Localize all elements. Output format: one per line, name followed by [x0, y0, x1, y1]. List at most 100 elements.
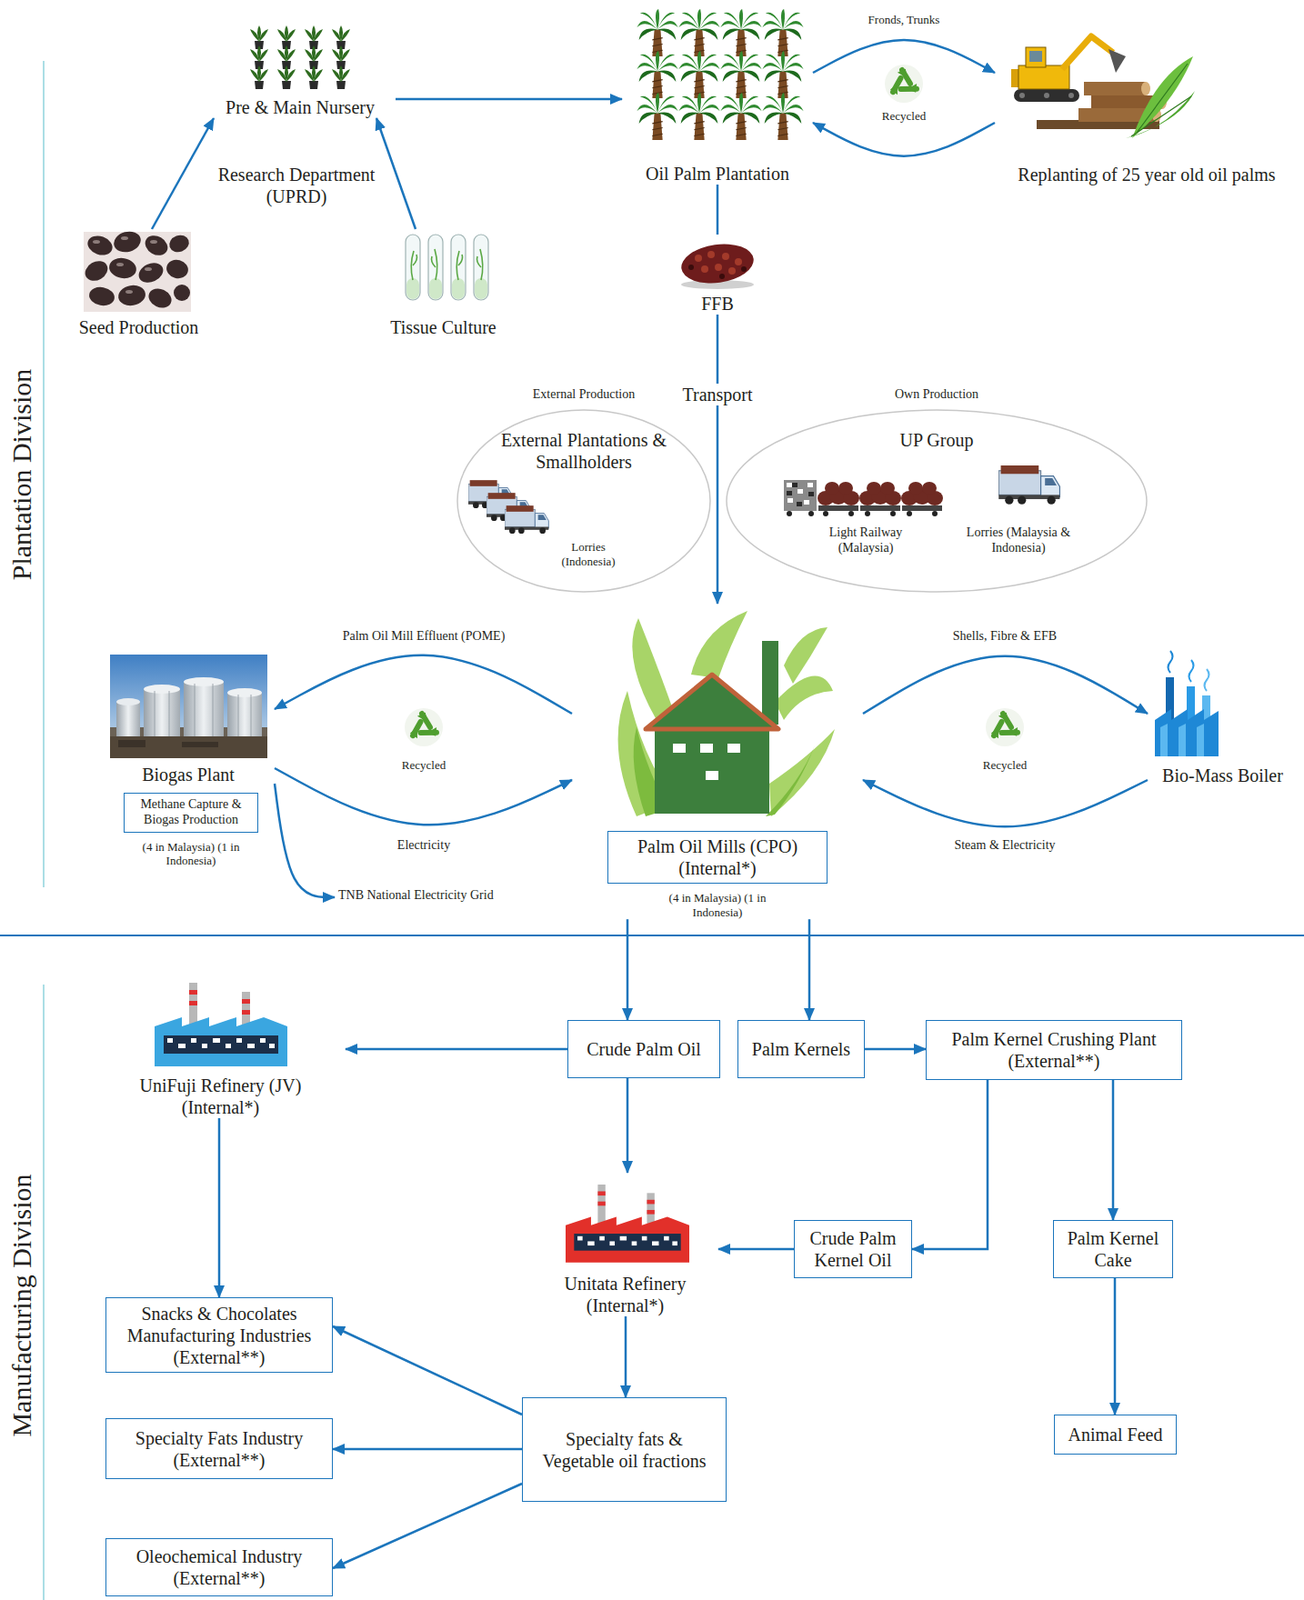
flow-arrow [716, 184, 720, 235]
node-label: Seed Production [63, 316, 214, 339]
light-railway [908, 481, 923, 495]
ffb-bunch [728, 267, 736, 275]
replanting-excavator [1125, 90, 1195, 139]
ffb-bunch [678, 240, 756, 290]
label-slot: Plantation Division [5, 369, 39, 582]
palm-plantation [720, 92, 762, 141]
flow-arrow [808, 919, 812, 1021]
replanting-excavator [1062, 36, 1114, 70]
palm-oil-mill-illustration [672, 743, 741, 781]
palm-oil-mill-illustration [727, 743, 741, 753]
ffb-bunch [741, 266, 747, 272]
division-rule [0, 60, 1304, 1600]
replanting-excavator [1068, 92, 1074, 99]
replanting-excavator [1029, 50, 1043, 62]
text-slot: Lorries (Malaysia & Indonesia) [941, 525, 1096, 557]
flow-arrow [812, 40, 995, 73]
recycle-symbol [985, 708, 1024, 747]
tissue-culture-tubes [477, 249, 483, 281]
process-box: Palm Kernel Cake [1053, 1220, 1174, 1279]
tissue-culture-tubes [411, 250, 417, 281]
tissue-culture-tubes [405, 234, 489, 301]
flow-arrow [332, 1484, 522, 1569]
grid-node: TNB National Electricity Grid [334, 888, 531, 904]
seed-photo [173, 284, 191, 301]
biomass-boiler-icon [1154, 651, 1219, 757]
note-text: (4 in Malaysia) (1 in Indonesia) [136, 840, 246, 869]
biogas-plant-photo [110, 654, 268, 759]
palm-plantation [762, 9, 803, 57]
palm-plantation [720, 9, 762, 57]
light-railway [906, 511, 913, 517]
flow-arrow [1113, 1278, 1117, 1415]
seed-photo [145, 284, 175, 311]
palm-plantation [720, 50, 762, 99]
refinery-node: Unitata Refinery (Internal*) [531, 1173, 719, 1317]
light-railway [866, 481, 882, 495]
seed-photo [144, 267, 152, 271]
supply-ellipse: External ProductionExternal Plantations … [456, 383, 712, 594]
tissue-culture-tubes [411, 249, 483, 281]
division-label: Plantation Division [5, 369, 39, 582]
own-lorry [998, 465, 1060, 505]
note-text: Lorries (Indonesia) [547, 540, 630, 569]
node-label: Biogas Plant [101, 763, 275, 786]
edge-label-slot: Transport [679, 383, 755, 406]
nursery-plants [250, 65, 269, 90]
label-slot: Manufacturing Division [5, 1173, 39, 1437]
palm-oil-mill-illustration [672, 743, 686, 753]
palm-oil-mill-illustration [700, 743, 713, 753]
palm-oil-mill-illustration [618, 611, 835, 817]
flow-arrow [626, 1078, 630, 1174]
flow-arrow [376, 118, 416, 230]
text-slot: External Plantations & Smallholders [483, 429, 684, 473]
process-box: Crude Palm Oil [567, 1020, 721, 1079]
seed-photo [111, 228, 144, 255]
process-box: Specialty fats & Vegetable oil fractions [521, 1397, 727, 1503]
biogas-plant-photo [116, 702, 141, 737]
ffb-bunch [707, 250, 715, 259]
replanting-excavator [1013, 89, 1080, 102]
tissue-culture-tubes [431, 249, 438, 281]
seed-photo [141, 231, 172, 260]
seed-photo [92, 236, 158, 294]
palm-oil-mill-illustration [631, 618, 675, 721]
light-railway [796, 501, 803, 507]
light-railway [818, 505, 943, 512]
seed-photo [135, 259, 167, 287]
palm-plantation [636, 92, 678, 141]
seed-photo [107, 256, 138, 281]
process-box: Oleochemical Industry (External**) [105, 1538, 333, 1597]
ffb-bunch [701, 265, 709, 273]
tissue-culture-tubes [429, 278, 442, 300]
flow-arrow [332, 1326, 522, 1415]
flow-arrow [1112, 1080, 1115, 1221]
palm-oil-mill-illustration [774, 676, 833, 721]
light-railway [808, 511, 814, 517]
note-text: TNB National Electricity Grid [334, 888, 531, 904]
tissue-culture-tubes [428, 234, 443, 301]
palm-oil-mill-illustration [762, 641, 779, 725]
seed-photo [116, 283, 147, 309]
flow-arrow [274, 655, 572, 714]
outlined-text-box: Methane Capture & Biogas Production [123, 792, 259, 833]
outlined-text-box: Palm Oil Mills (CPO) (Internal*) [607, 831, 828, 884]
palm-plantation [678, 92, 720, 141]
biogas-plant-photo [227, 688, 262, 698]
biomass-boiler-icon [1204, 669, 1210, 692]
light-railway [786, 482, 813, 505]
ffb-bunch [719, 273, 725, 280]
palm-oil-mill-illustration [691, 611, 748, 679]
seed-photo [150, 240, 158, 244]
light-railway [824, 481, 840, 495]
biogas-plant-photo [181, 742, 219, 748]
seed-photo [81, 228, 192, 311]
replanting-node: Replanting of 25 year old oil palms [994, 20, 1299, 186]
biogas-plant-photo [212, 683, 214, 737]
recycle-symbol [404, 708, 443, 747]
ellipse-outline [457, 410, 711, 592]
node-label: Tissue Culture [368, 316, 519, 339]
process-box: Crude Palm Kernel Oil [793, 1220, 913, 1279]
flow-arrow [626, 919, 630, 1021]
